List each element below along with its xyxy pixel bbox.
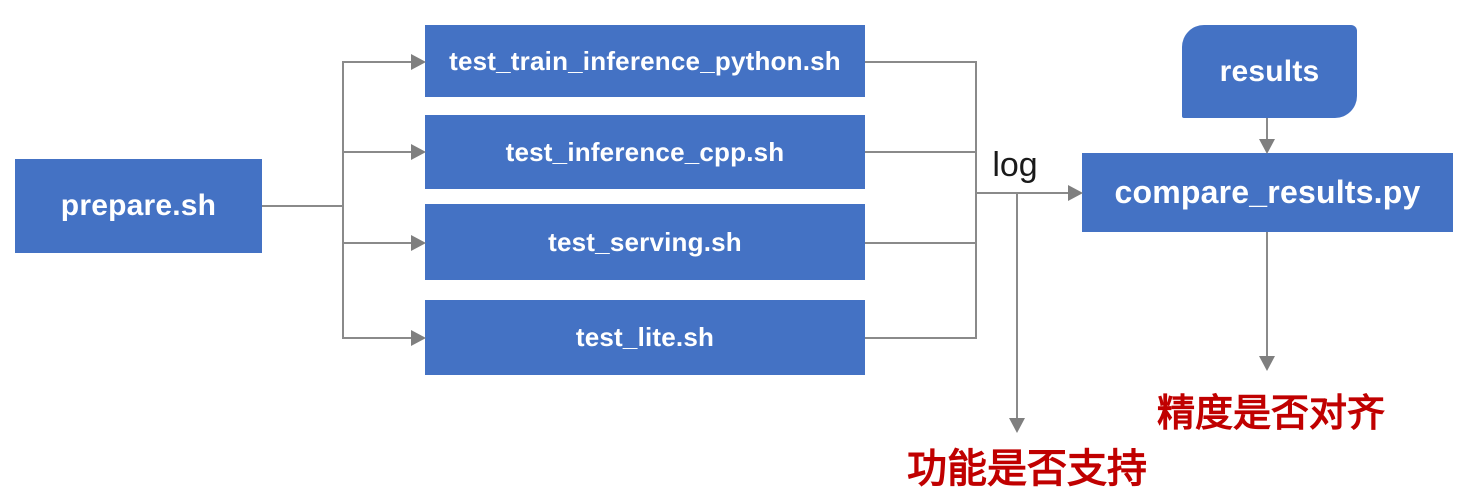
node-test-lite: test_lite.sh [425, 300, 865, 375]
node-prepare-sh: prepare.sh [15, 159, 262, 253]
connector-branch-2-line [342, 151, 412, 153]
arrowhead-branch-1-icon [411, 54, 426, 70]
connector-accuracy-line [1266, 232, 1268, 357]
connector-merge-2-line [865, 151, 977, 153]
node-test-train-inference-python: test_train_inference_python.sh [425, 25, 865, 97]
arrowhead-accuracy-icon [1259, 356, 1275, 371]
connector-branch-1-line [342, 61, 412, 63]
node-compare-results: compare_results.py [1082, 153, 1453, 232]
arrowhead-log-icon [1068, 185, 1083, 201]
annotation-function-support: 功能是否支持 [907, 447, 1147, 491]
connector-log-line [975, 192, 1069, 194]
connector-branch-4-line [342, 337, 412, 339]
node-test-inference-cpp: test_inference_cpp.sh [425, 115, 865, 189]
arrowhead-branch-4-icon [411, 330, 426, 346]
node-test-serving: test_serving.sh [425, 204, 865, 280]
connector-merge-3-line [865, 242, 977, 244]
annotation-accuracy-alignment: 精度是否对齐 [1156, 393, 1385, 435]
node-results: results [1182, 25, 1357, 118]
connector-prepare-out-line [262, 205, 343, 207]
arrowhead-branch-3-icon [411, 235, 426, 251]
arrowhead-function-support-icon [1009, 418, 1025, 433]
connector-function-support-line [1016, 193, 1018, 419]
arrowhead-results-down-icon [1259, 139, 1275, 154]
connector-right-merge-vertical-line [975, 61, 977, 339]
arrowhead-branch-2-icon [411, 144, 426, 160]
connector-branch-3-line [342, 242, 412, 244]
connector-left-branch-vertical-line [342, 61, 344, 339]
connector-results-down-line [1266, 118, 1268, 140]
connector-merge-4-line [865, 337, 977, 339]
connector-merge-1-line [865, 61, 977, 63]
edge-label-log: log [992, 146, 1038, 184]
